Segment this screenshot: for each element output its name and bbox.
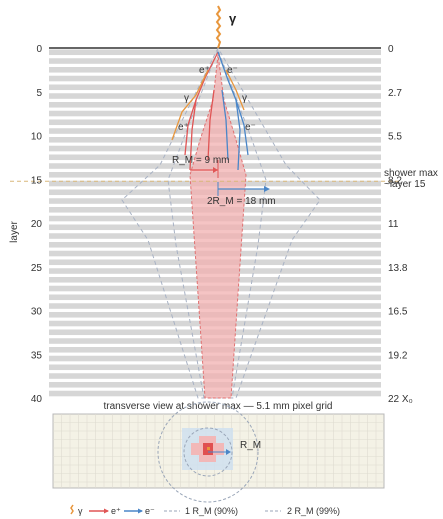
legend-e-minus-label: e⁻ bbox=[145, 506, 155, 516]
right-tick-label: 2.7 bbox=[388, 88, 402, 99]
e-minus-top-label: e⁻ bbox=[227, 65, 238, 76]
two-rm-circle bbox=[157, 401, 259, 503]
e-plus-top-label: e⁺ bbox=[199, 65, 210, 76]
transverse-title: transverse view at shower max — 5.1 mm p… bbox=[104, 401, 333, 412]
transverse-rm-arrowhead bbox=[226, 449, 231, 455]
one-rm-circle bbox=[183, 427, 233, 477]
e-plus-branch bbox=[189, 99, 197, 171]
absorber-layer bbox=[49, 67, 381, 73]
legend-one-rm-label: 1 R_M (90%) bbox=[185, 506, 238, 516]
incoming-gamma-track bbox=[215, 5, 222, 49]
left-axis-ticks: 0 5 10 15 20 25 30 35 40 bbox=[31, 44, 43, 405]
left-axis-title: layer bbox=[9, 220, 20, 242]
right-tick-label: 8.2 bbox=[388, 175, 402, 186]
shower-max-label: shower max bbox=[384, 168, 438, 179]
pixel-grid bbox=[53, 414, 384, 488]
left-tick-label: 15 bbox=[31, 175, 43, 186]
right-axis-ticks: 0 2.7 5.5 8.2 11 13.8 16.5 19.2 22 X₀ bbox=[388, 44, 413, 405]
right-tick-label: 13.8 bbox=[388, 263, 408, 274]
left-tick-label: 25 bbox=[31, 263, 43, 274]
right-tick-label: 22 X₀ bbox=[388, 394, 413, 405]
absorber-layer bbox=[49, 75, 381, 82]
rm-label: R_M = 9 mm bbox=[172, 155, 230, 166]
left-tick-label: 5 bbox=[36, 88, 42, 99]
right-tick-label: 11 bbox=[388, 219, 399, 230]
shower-core bbox=[189, 54, 247, 399]
right-tick-label: 19.2 bbox=[388, 350, 408, 361]
gamma-right-label: γ bbox=[242, 93, 247, 104]
legend-e-plus-label: e⁺ bbox=[111, 506, 121, 516]
legend-two-rm-label: 2 R_M (99%) bbox=[287, 506, 340, 516]
e-minus-branch bbox=[235, 99, 241, 171]
incoming-gamma-label: γ bbox=[229, 11, 237, 26]
transverse-rm-label: R_M bbox=[240, 440, 261, 451]
left-tick-label: 0 bbox=[36, 44, 42, 55]
left-tick-label: 20 bbox=[31, 219, 43, 230]
particle-tracks bbox=[171, 51, 249, 171]
legend: γ e⁺ e⁻ 1 R_M (90%) 2 R_M (99%) bbox=[70, 504, 340, 516]
absorber-layer bbox=[49, 49, 381, 56]
gamma-left-label: γ bbox=[184, 93, 189, 104]
inner-track-b bbox=[221, 89, 229, 161]
rm-arrowhead bbox=[213, 167, 218, 173]
right-tick-label: 5.5 bbox=[388, 132, 402, 143]
left-tick-label: 30 bbox=[31, 307, 43, 318]
two-rm-label: 2R_M = 18 mm bbox=[207, 196, 276, 207]
legend-e-minus-arrowhead bbox=[138, 508, 143, 514]
gamma-left-track bbox=[171, 69, 209, 141]
right-tick-label: 0 bbox=[388, 44, 394, 55]
two-rm-arrowhead bbox=[264, 186, 270, 192]
e-plus-mid-label: e⁺ bbox=[178, 122, 189, 133]
legend-e-plus-arrowhead bbox=[104, 508, 109, 514]
shower-max-layer-label: ~layer 15 bbox=[384, 179, 426, 190]
absorber-layer bbox=[49, 58, 381, 64]
right-tick-label: 16.5 bbox=[388, 307, 408, 318]
legend-gamma-swatch bbox=[70, 504, 74, 515]
legend-gamma-label: γ bbox=[78, 506, 83, 516]
e-minus-mid-label: e⁻ bbox=[245, 122, 256, 133]
left-tick-label: 35 bbox=[31, 350, 43, 361]
gamma-right-track bbox=[225, 69, 245, 111]
inner-track-a bbox=[207, 89, 215, 161]
left-tick-label: 10 bbox=[31, 132, 43, 143]
left-tick-label: 40 bbox=[31, 394, 43, 405]
